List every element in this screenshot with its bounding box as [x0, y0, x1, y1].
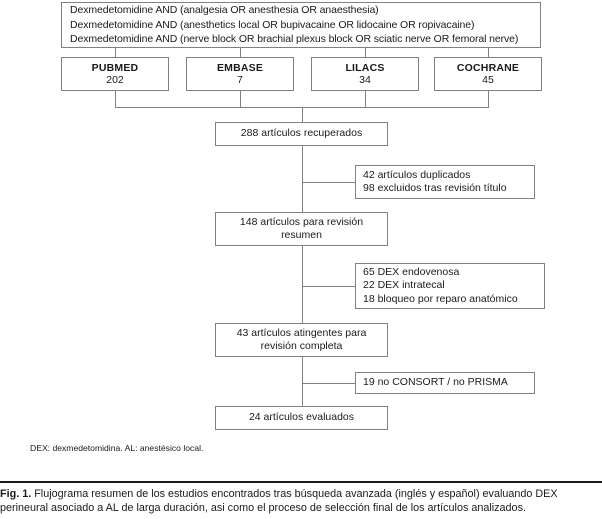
- abstract-review-line-1: 148 artículos para revisión: [239, 215, 364, 228]
- connector-merge-to-retrieved: [302, 107, 303, 122]
- caption-label: Fig. 1.: [0, 488, 32, 500]
- connector-embase-down: [240, 91, 241, 107]
- excluded-dex-line-3: 18 bloqueo por reparo anatómico: [363, 292, 518, 305]
- connector-query-to-lilacs: [365, 48, 366, 57]
- connector-abstract-to-full: [302, 246, 303, 323]
- caption-text: Flujograma resumen de los estudios encon…: [0, 488, 558, 515]
- figure-caption: Fig. 1. Flujograma resumen de los estudi…: [0, 487, 602, 516]
- database-name: PUBMED: [91, 62, 139, 74]
- excluded-dex-line-2: 22 DEX intratecal: [363, 279, 445, 292]
- connector-retrieved-to-abstract: [302, 146, 303, 212]
- abbreviations-footnote: DEX: dexmedetomidina. AL: anestésico loc…: [30, 443, 204, 453]
- connector-lilacs-down: [365, 91, 366, 107]
- query-line-2: Dexmedetomidine AND (anesthetics local O…: [70, 18, 475, 31]
- database-box-lilacs: LILACS 34: [311, 57, 419, 91]
- excluded-duplicates-line-1: 42 artículos duplicados: [363, 168, 471, 181]
- retrieved-articles-box: 288 artículos recuperados: [215, 122, 388, 146]
- database-box-cochrane: COCHRANE 45: [434, 57, 542, 91]
- excluded-consort-box: 19 no CONSORT / no PRISMA: [355, 372, 535, 394]
- connector-pubmed-down: [115, 91, 116, 107]
- database-count: 7: [237, 74, 243, 86]
- full-review-line-1: 43 artículos atingentes para: [236, 326, 367, 339]
- excluded-duplicates-line-2: 98 excluidos tras revisión título: [363, 182, 507, 194]
- connector-branch-dex: [302, 286, 355, 287]
- database-box-pubmed: PUBMED 202: [61, 57, 169, 91]
- query-line-1: Dexmedetomidine AND (analgesia OR anesth…: [70, 4, 379, 17]
- database-box-embase: EMBASE 7: [186, 57, 294, 91]
- database-name: COCHRANE: [456, 62, 520, 74]
- excluded-dex-box: 65 DEX endovenosa 22 DEX intratecal 18 b…: [355, 263, 545, 309]
- database-name: EMBASE: [216, 62, 264, 74]
- full-review-line-2: revisión completa: [260, 340, 343, 352]
- database-count: 45: [482, 74, 494, 86]
- abstract-review-box: 148 artículos para revisión resumen: [215, 212, 388, 246]
- excluded-duplicates-box: 42 artículos duplicados 98 excluidos tra…: [355, 165, 535, 199]
- connector-cochrane-down: [488, 91, 489, 107]
- connector-branch-duplicates: [302, 182, 355, 183]
- connector-query-to-cochrane: [488, 48, 489, 57]
- database-name: LILACS: [345, 62, 385, 74]
- full-review-box: 43 artículos atingentes para revisión co…: [215, 323, 388, 357]
- excluded-dex-line-1: 65 DEX endovenosa: [363, 266, 460, 279]
- retrieved-label: 288 artículos recuperados: [240, 127, 363, 140]
- database-count: 202: [106, 74, 124, 86]
- connector-branch-consort: [302, 383, 355, 384]
- evaluated-label: 24 artículos evaluados: [248, 411, 355, 424]
- connector-query-to-embase: [240, 48, 241, 57]
- connector-full-to-evaluated: [302, 357, 303, 406]
- connector-query-to-pubmed: [115, 48, 116, 57]
- database-count: 34: [359, 74, 371, 86]
- query-line-3: Dexmedetomidine AND (nerve block OR brac…: [70, 33, 519, 46]
- evaluated-articles-box: 24 artículos evaluados: [215, 406, 388, 430]
- abstract-review-line-2: resumen: [281, 229, 322, 241]
- search-query-box: Dexmedetomidine AND (analgesia OR anesth…: [61, 2, 541, 48]
- excluded-consort-line-1: 19 no CONSORT / no PRISMA: [363, 376, 508, 389]
- caption-divider: [0, 481, 602, 483]
